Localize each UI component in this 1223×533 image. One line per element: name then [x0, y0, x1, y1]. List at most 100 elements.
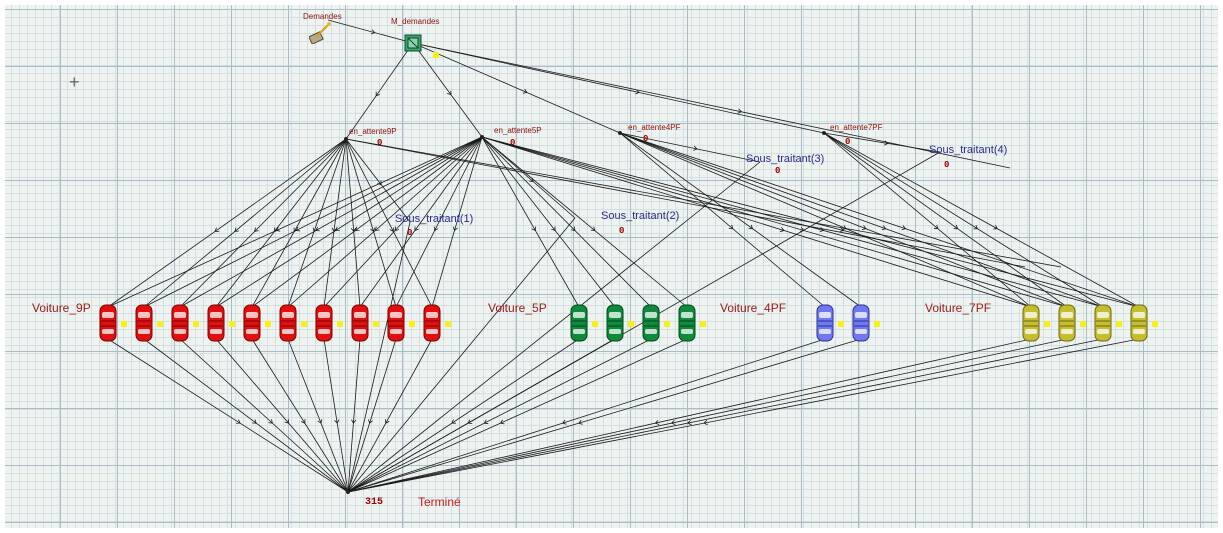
connection-line: [481, 136, 580, 308]
car-tag: [157, 321, 163, 327]
subcontractor-2-label[interactable]: Sous_traitant(2): [601, 210, 680, 222]
car-icon[interactable]: [315, 304, 333, 342]
connection-line: [412, 42, 483, 138]
car-icon[interactable]: [852, 304, 870, 342]
arrow-marker: [300, 419, 306, 424]
car-icon[interactable]: [207, 304, 225, 342]
queue-4pf-hub[interactable]: [618, 131, 622, 135]
arrow-marker: [687, 420, 692, 426]
arrow-marker: [235, 419, 241, 424]
car-icon[interactable]: [387, 304, 405, 342]
connection-line: [823, 132, 941, 153]
car-icon[interactable]: [171, 304, 189, 342]
car-tag: [700, 321, 706, 327]
arrow-marker: [748, 224, 754, 230]
car-icon[interactable]: [606, 304, 624, 342]
connection-line: [347, 338, 652, 493]
connection-line: [179, 138, 347, 308]
car-icon[interactable]: [99, 304, 117, 342]
car-icon[interactable]: [678, 304, 696, 342]
arrow-marker: [414, 226, 419, 232]
car-icon[interactable]: [1130, 304, 1148, 342]
subcontractor-4-label[interactable]: Sous_traitant(4): [929, 144, 1008, 156]
subcontractor-2-count: 0: [619, 226, 625, 236]
simulation-canvas[interactable]: +: [5, 5, 1218, 528]
car-icon[interactable]: [423, 304, 441, 342]
arrow-marker: [973, 224, 979, 230]
connection-line: [143, 138, 347, 308]
arrow-marker: [375, 91, 381, 97]
connection-line: [412, 42, 825, 134]
connection-line: [347, 338, 397, 493]
car-icon[interactable]: [1058, 304, 1076, 342]
queue-9p-count: 0: [377, 138, 383, 148]
arrow-marker: [728, 224, 734, 230]
connection-line: [481, 136, 688, 308]
connection-line: [179, 136, 483, 308]
car-icon[interactable]: [279, 304, 297, 342]
connection-line: [287, 338, 349, 493]
car-tag: [121, 321, 127, 327]
connection-line: [107, 136, 483, 308]
connection-line: [347, 221, 411, 493]
connection-line: [287, 138, 347, 308]
car-tag: [838, 321, 844, 327]
arrow-marker: [394, 226, 400, 232]
connection-line: [347, 338, 1140, 493]
connection-line: [345, 138, 1062, 268]
arrow-marker: [635, 89, 640, 95]
car-icon[interactable]: [642, 304, 660, 342]
group-9p-label: Voiture_9P: [32, 301, 91, 315]
car-tag: [337, 321, 343, 327]
subcontractor-4-count: 0: [944, 160, 950, 170]
arrow-marker: [389, 227, 395, 233]
queue-7pf-label: en_attente7PF: [830, 123, 883, 132]
car-icon[interactable]: [351, 304, 369, 342]
dispatcher-tag: [433, 52, 439, 58]
connection-line: [347, 338, 826, 493]
subcontractor-3-label[interactable]: Sous_traitant(3): [746, 153, 825, 165]
car-icon[interactable]: [816, 304, 834, 342]
queue-5p-hub[interactable]: [480, 135, 484, 139]
car-tag: [1080, 321, 1086, 327]
arrow-marker: [881, 225, 887, 231]
arrow-marker: [654, 419, 660, 426]
arrow-marker: [993, 224, 998, 230]
connection-line: [179, 338, 349, 493]
arrow-marker: [295, 226, 301, 232]
demand-source-icon[interactable]: [308, 22, 331, 45]
connection-line: [481, 136, 1104, 308]
connection-line: [215, 138, 347, 308]
connection-line: [619, 132, 1140, 308]
queue-4pf-count: 0: [643, 134, 649, 144]
arrow-marker: [670, 419, 676, 426]
car-icon[interactable]: [570, 304, 588, 342]
connection-line: [412, 42, 1011, 169]
car-tag: [373, 321, 379, 327]
arrow-marker: [254, 227, 259, 232]
group-7pf-label: Voiture_7PF: [925, 301, 992, 315]
car-icon[interactable]: [1022, 304, 1040, 342]
arrow-marker: [447, 90, 452, 96]
dispatcher-node-icon[interactable]: [404, 34, 422, 52]
arrow-marker: [370, 29, 376, 35]
queue-9p-hub[interactable]: [344, 137, 348, 141]
arrow-marker: [354, 226, 360, 231]
arrow-marker: [570, 226, 576, 232]
subcontractor-1-label[interactable]: Sous_traitant(1): [395, 213, 474, 225]
car-icon[interactable]: [1094, 304, 1112, 342]
connection-line: [345, 138, 397, 308]
sink-hub[interactable]: [346, 490, 350, 494]
arrow-marker: [703, 420, 708, 426]
connection-line: [347, 338, 361, 493]
arrow-marker: [351, 419, 357, 424]
car-tag: [445, 321, 451, 327]
queue-7pf-hub[interactable]: [822, 131, 826, 135]
car-icon[interactable]: [135, 304, 153, 342]
car-icon[interactable]: [243, 304, 261, 342]
group-4pf-label: Voiture_4PF: [720, 301, 787, 315]
arrow-marker: [315, 226, 320, 232]
arrow-marker: [252, 419, 257, 424]
connection-line: [347, 217, 576, 493]
connection-line: [345, 42, 414, 140]
